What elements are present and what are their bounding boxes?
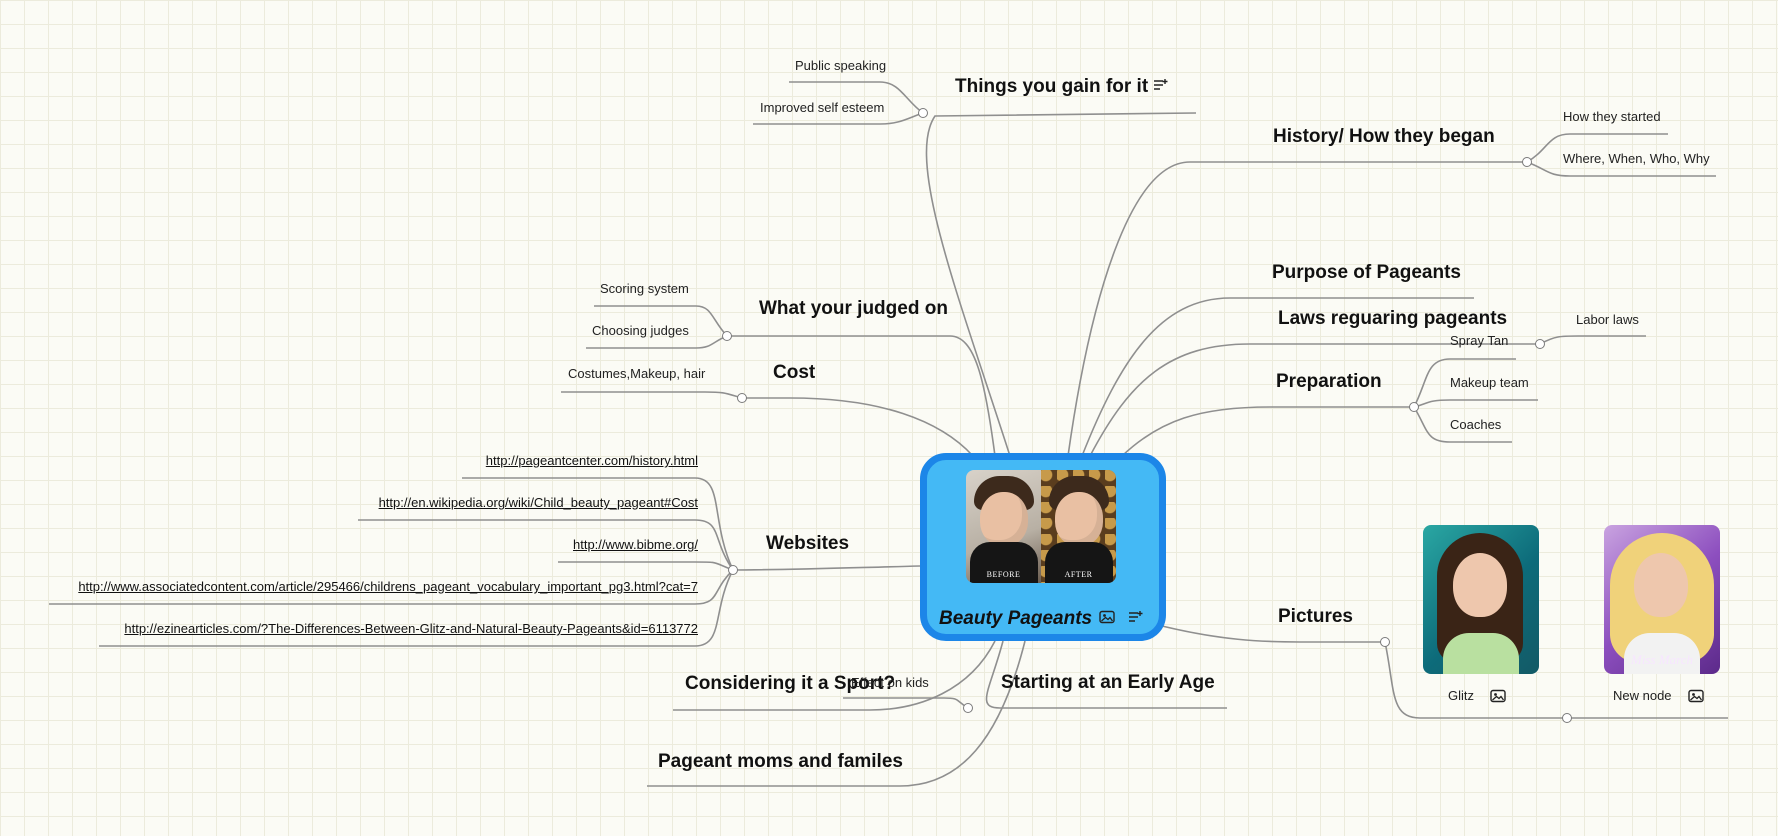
- central-topic-photo: BEFORE AFTER: [966, 470, 1116, 583]
- connector-laws: [1089, 343, 1540, 457]
- subtopic-public-speaking[interactable]: Public speaking: [795, 58, 887, 73]
- subtopic-coaches[interactable]: Coaches: [1450, 417, 1502, 432]
- central-topic[interactable]: BEFORE AFTER Beauty Pageants: [920, 453, 1166, 641]
- photo-after-half: AFTER: [1041, 470, 1116, 583]
- connector-costumes: [561, 391, 743, 399]
- collapse-knob-preparation[interactable]: [1409, 402, 1419, 412]
- image-icon[interactable]: [1099, 610, 1115, 624]
- topic-pageant-moms[interactable]: Pageant moms and familes: [658, 751, 903, 772]
- collapse-knob-websites[interactable]: [728, 565, 738, 575]
- topic-cost[interactable]: Cost: [773, 362, 816, 383]
- collapse-knob-things-gain[interactable]: [918, 108, 928, 118]
- connector-things-gain: [925, 112, 1197, 457]
- website-link[interactable]: http://en.wikipedia.org/wiki/Child_beaut…: [378, 495, 698, 510]
- subtopic-glitz[interactable]: Glitz: [1448, 688, 1474, 703]
- subtopic-where-when-who-why[interactable]: Where, When, Who, Why: [1563, 151, 1710, 166]
- website-link[interactable]: http://www.associatedcontent.com/article…: [78, 579, 698, 594]
- topic-history[interactable]: History/ How they began: [1273, 126, 1495, 147]
- website-link[interactable]: http://ezinearticles.com/?The-Difference…: [124, 621, 698, 636]
- collapse-knob-laws[interactable]: [1535, 339, 1545, 349]
- topic-judged-on[interactable]: What your judged on: [759, 298, 948, 319]
- photo-before-half: BEFORE: [966, 470, 1041, 583]
- connector-pictures: [1161, 625, 1385, 643]
- connector-link-2: [358, 519, 734, 571]
- topic-websites[interactable]: Websites: [766, 533, 850, 554]
- collapse-knob-cost[interactable]: [737, 393, 747, 403]
- subtopic-makeup-team[interactable]: Makeup team: [1450, 375, 1529, 390]
- collapse-knob-early-age[interactable]: [963, 703, 973, 713]
- notes-icon[interactable]: [1153, 78, 1169, 92]
- connector-where-when: [1526, 161, 1716, 177]
- connector-link-3: [558, 561, 734, 571]
- photo-caption-after: AFTER: [1064, 570, 1093, 579]
- connector-cost: [742, 397, 974, 457]
- connector-makeup-team: [1413, 399, 1538, 408]
- connector-link-5: [99, 569, 734, 647]
- connector-judged: [727, 335, 996, 457]
- connector-link-4: [49, 569, 734, 605]
- image-icon[interactable]: [1490, 689, 1506, 703]
- subtopic-scoring-system[interactable]: Scoring system: [600, 281, 689, 296]
- collapse-knob-pictures[interactable]: [1380, 637, 1390, 647]
- glitz-picture[interactable]: [1423, 525, 1539, 674]
- connector-early-age: [985, 640, 1227, 709]
- subtopic-costumes-makeup-hair[interactable]: Costumes,Makeup, hair: [568, 366, 706, 381]
- website-link[interactable]: http://www.bibme.org/: [573, 537, 698, 552]
- topic-purpose[interactable]: Purpose of Pageants: [1272, 262, 1461, 283]
- connector-purpose: [1081, 297, 1474, 457]
- subtopic-effect-on-kids[interactable]: Effect on kids: [851, 675, 929, 690]
- connector-how-they-started: [1526, 133, 1668, 163]
- connector-sport: [673, 640, 996, 711]
- subtopic-spray-tan[interactable]: Spray Tan: [1450, 333, 1509, 348]
- connector-history: [1067, 161, 1527, 457]
- subtopic-new-node[interactable]: New node: [1613, 688, 1672, 703]
- new-node-picture[interactable]: Miss March: [1604, 525, 1720, 674]
- connector-link-1: [462, 477, 734, 571]
- topic-laws[interactable]: Laws reguaring pageants: [1278, 308, 1508, 329]
- picture-overlay-text: Miss March: [1631, 652, 1693, 667]
- connector-public-speaking: [789, 81, 924, 114]
- connector-labor-laws: [1539, 335, 1646, 345]
- collapse-knob-history[interactable]: [1522, 157, 1532, 167]
- subtopic-labor-laws[interactable]: Labor laws: [1576, 312, 1639, 327]
- image-icon[interactable]: [1688, 689, 1704, 703]
- subtopic-choosing-judges[interactable]: Choosing judges: [592, 323, 689, 338]
- connector-preparation: [1121, 406, 1414, 457]
- topic-things-you-gain[interactable]: Things you gain for it: [955, 76, 1149, 97]
- photo-caption-before: BEFORE: [986, 570, 1021, 579]
- connector-coaches: [1413, 406, 1512, 443]
- central-topic-title: Beauty Pageants: [939, 608, 1093, 629]
- connector-scoring-system: [594, 305, 728, 337]
- connector-websites: [732, 565, 921, 571]
- topic-considering-sport[interactable]: Considering it a Sport?: [685, 673, 896, 694]
- notes-icon[interactable]: [1128, 610, 1144, 624]
- topic-preparation[interactable]: Preparation: [1276, 371, 1382, 392]
- subtopic-how-they-started[interactable]: How they started: [1563, 109, 1661, 124]
- topic-pictures[interactable]: Pictures: [1278, 606, 1353, 627]
- collapse-knob-judged[interactable]: [722, 331, 732, 341]
- topic-early-age[interactable]: Starting at an Early Age: [1001, 672, 1215, 693]
- subtopic-improved-self-esteem[interactable]: Improved self esteem: [760, 100, 885, 115]
- collapse-knob-pictures-children[interactable]: [1562, 713, 1572, 723]
- connector-moms: [647, 640, 1026, 787]
- website-link[interactable]: http://pageantcenter.com/history.html: [485, 453, 698, 468]
- connector-pictures-children: [1384, 641, 1728, 719]
- connector-spray-tan: [1413, 358, 1516, 408]
